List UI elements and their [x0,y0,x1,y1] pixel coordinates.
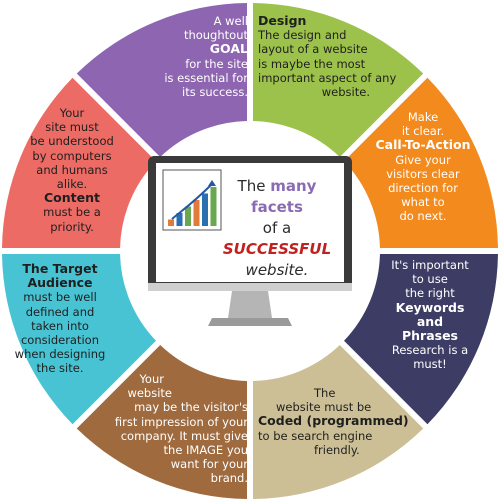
image-line: website [127,386,172,401]
keywords-line: must! [413,357,447,372]
segment-target [2,253,156,425]
keywords-text: It's important to use the right Keywords… [378,258,482,372]
keywords-line: It's important [391,258,469,272]
center-title: The many facets of a SUCCESSFUL website. [221,176,333,281]
content-line: and humans [36,162,108,177]
segment-goal [76,3,248,157]
goal-line: thoughtout [183,28,248,43]
content-line: Your [59,106,85,120]
cta-line: visitors clear [386,166,460,181]
image-line: want for your [170,457,248,472]
monitor [148,156,352,326]
center-the: The [237,177,271,195]
design-line: important aspect of any [258,70,397,85]
keywords-line: the right [405,286,455,301]
image-line: may be the visitor's [134,400,248,415]
segment-image [76,345,248,499]
chart-bar [176,213,183,226]
image-text: Your website may be the visitor's first … [92,372,248,486]
content-line: by computers [32,148,112,163]
cta-text: Make it clear. Call-To-Action Give your … [364,110,482,224]
cta-keyword: Call-To-Action [375,137,471,153]
cta-line: it clear. [401,124,445,139]
segment-coded [252,345,424,499]
target-keyword: The Target [22,261,98,276]
target-text: The Target Audience must be well defined… [6,261,114,376]
chart-arrow-head [208,180,216,186]
segment-design [252,3,424,157]
ring-segments [2,3,498,499]
coded-line: The [314,386,336,400]
chart-bar [168,219,174,226]
cta-line: do next. [399,209,447,224]
target-line: consideration [20,333,99,348]
cta-line: Make [407,110,439,124]
chart-arrow [171,183,213,220]
keywords-line: to use [412,272,448,287]
center-facets: facets [251,198,303,216]
center-of-a: of a [262,219,292,237]
coded-text: The website must be Coded (programmed) t… [252,386,422,457]
content-line: alike. [56,177,88,192]
target-line: taken into [31,318,89,333]
coded-keyword: Coded (programmed) [258,413,409,429]
chart-bar [193,200,200,226]
content-line: must be a [43,205,101,220]
content-text: Your site must be understood by computer… [24,106,120,234]
cta-line: direction for [388,181,458,196]
cta-line: what to [401,195,445,210]
keywords-keyword: Phrases [401,328,459,344]
cta-line: Give your [395,152,451,167]
monitor-base [208,318,292,326]
image-line: company. It must give [120,428,248,443]
design-line: The design and [258,28,347,43]
image-line: Your [139,372,164,386]
target-line: defined and [25,304,95,319]
coded-line: website must be [276,400,372,415]
goal-line: A well [213,14,248,28]
goal-line: its success. [182,85,248,100]
goal-line: for the site [185,56,248,71]
center-successful: SUCCESSFUL [222,240,332,258]
center-many: many [270,177,317,195]
design-line: layout of a website [258,42,368,57]
goal-line: is essential for [164,70,248,85]
segment-cta [344,77,498,249]
target-keyword: Audience [27,275,93,291]
coded-line: friendly. [314,442,360,457]
target-line: the site. [36,361,84,376]
goal-keyword: GOAL [209,41,248,57]
content-line: priority. [50,219,94,234]
monitor-chin [148,283,352,291]
content-keyword: Content [44,190,100,206]
content-line: site must [45,120,99,135]
segment-content [2,77,156,249]
goal-text: A well thoughtout GOAL for the site is e… [100,14,248,99]
keywords-line: Research is a [391,343,469,358]
keywords-keyword: and [416,313,444,329]
image-line: brand. [210,471,248,486]
design-keyword: Design [258,13,307,28]
image-line: the IMAGE you [163,443,248,458]
design-line: is maybe the most [258,56,366,71]
target-line: when designing [14,347,106,362]
chart-bars [168,187,217,226]
chart-bar [202,193,208,226]
design-line: website. [321,85,370,100]
monitor-stand [228,291,272,318]
target-line: must be well [23,290,97,305]
chart-bar [210,187,217,226]
keywords-keyword: Keywords [395,299,465,315]
chart-bar [185,206,191,226]
center-website: website. [245,261,309,279]
image-line: first impression of your [114,414,248,429]
content-line: be understood [30,134,114,149]
segment-keywords [344,253,498,425]
coded-line: to be search engine [258,428,373,443]
design-text: Design The design and layout of a websit… [258,13,438,100]
